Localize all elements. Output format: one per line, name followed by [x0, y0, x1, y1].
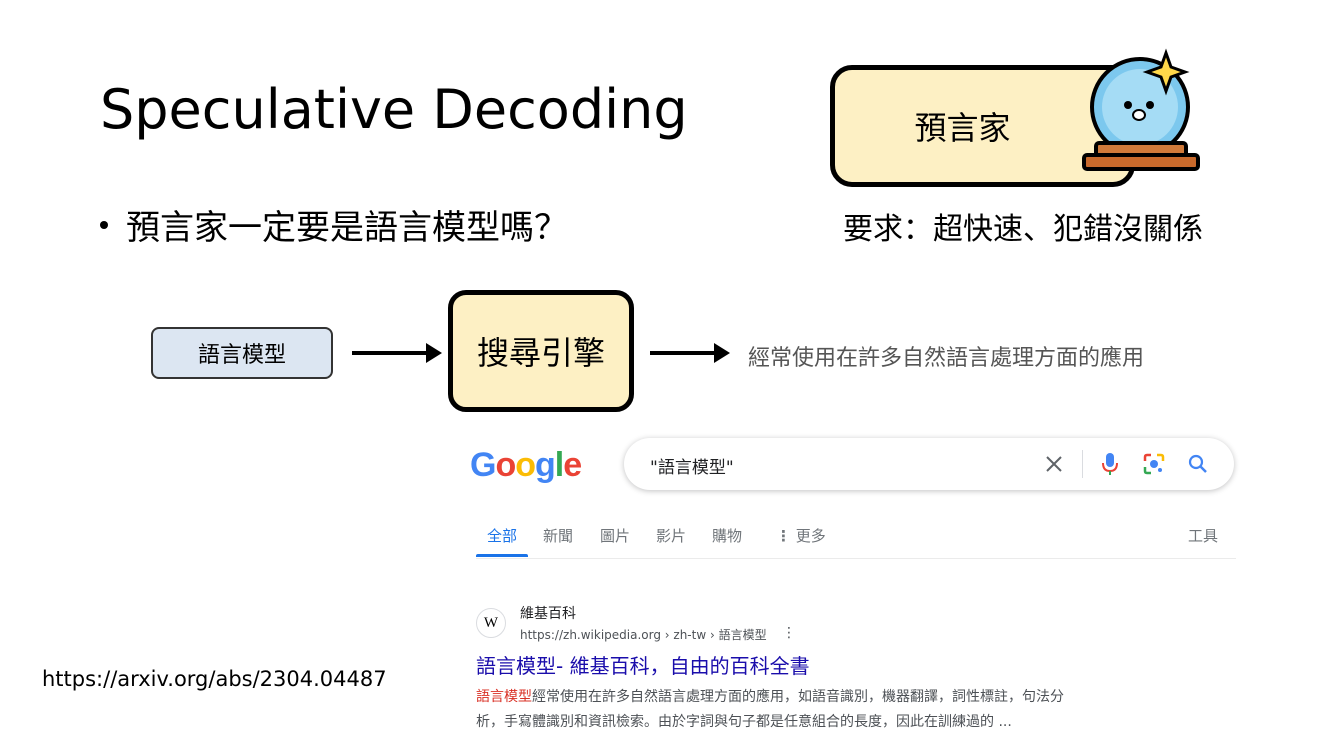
search-input[interactable]: "語言模型"	[650, 458, 734, 478]
tab-images[interactable]: 圖片	[600, 527, 631, 545]
tab-all[interactable]: 全部	[487, 527, 518, 545]
logo-letter: o	[515, 446, 536, 484]
slide-title: Speculative Decoding	[100, 78, 688, 141]
more-vert-icon[interactable]: ⋮	[782, 625, 796, 641]
crystal-ball-icon	[1082, 48, 1200, 171]
result-url[interactable]: https://zh.wikipedia.org › zh-tw › 語言模型	[520, 628, 767, 642]
usage-note: 經常使用在許多自然語言處理方面的應用	[748, 346, 1145, 371]
result-site-name: 維基百科	[520, 606, 576, 622]
active-tab-indicator	[476, 554, 528, 557]
reference-link[interactable]: https://arxiv.org/abs/2304.04487	[42, 667, 387, 691]
language-model-box: 語言模型	[151, 327, 333, 379]
oracle-label: 預言家	[914, 109, 1011, 147]
requirement-text: 要求：超快速、犯錯沒關係	[843, 212, 1203, 247]
arrow-to-search-engine	[352, 343, 442, 363]
search-divider	[1082, 450, 1083, 478]
tab-news[interactable]: 新聞	[543, 527, 574, 545]
arrow-to-usage	[650, 343, 730, 363]
tab-tools[interactable]: 工具	[1188, 527, 1219, 545]
search-bar[interactable]: "語言模型"	[624, 438, 1234, 490]
tab-more[interactable]: ⋮ 更多	[776, 525, 826, 546]
microphone-icon[interactable]	[1096, 450, 1124, 478]
search-tabs: 全部 新聞 圖片 影片 購物 ⋮ 更多 工具	[476, 525, 1236, 559]
result-title-link[interactable]: 語言模型- 維基百科，自由的百科全書	[476, 654, 810, 678]
logo-letter: o	[495, 446, 516, 484]
google-logo[interactable]: Google	[470, 446, 582, 485]
snippet-line1: 經常使用在許多自然語言處理方面的應用，如語音識別，機器翻譯，詞性標註，句法分	[532, 689, 1064, 705]
tab-shopping[interactable]: 購物	[712, 527, 743, 545]
tab-more-label: 更多	[795, 527, 826, 545]
lens-icon[interactable]	[1140, 450, 1168, 478]
bullet-question: 預言家一定要是語言模型嗎？	[100, 200, 568, 249]
snippet-line2: 析，手寫體識別和資訊檢索。由於字詞與句子都是任意組合的長度，因此在訓練過的 ..…	[476, 714, 1012, 730]
more-vert-icon: ⋮	[776, 527, 791, 545]
tab-videos[interactable]: 影片	[656, 527, 687, 545]
logo-letter: e	[563, 446, 582, 484]
search-engine-box: 搜尋引擎	[448, 290, 634, 412]
bullet-text: 預言家一定要是語言模型嗎？	[126, 208, 568, 248]
bullet-dot	[100, 220, 108, 229]
clear-icon[interactable]	[1040, 450, 1068, 478]
result-snippet: 語言模型經常使用在許多自然語言處理方面的應用，如語音識別，機器翻譯，詞性標註，句…	[476, 685, 1156, 735]
snippet-highlight: 語言模型	[476, 689, 532, 705]
logo-letter: g	[535, 446, 556, 484]
logo-letter: l	[554, 446, 565, 484]
oracle-box: 預言家	[830, 65, 1135, 187]
wikipedia-icon: W	[476, 608, 506, 638]
search-icon[interactable]	[1184, 450, 1212, 478]
logo-letter: G	[470, 446, 496, 484]
